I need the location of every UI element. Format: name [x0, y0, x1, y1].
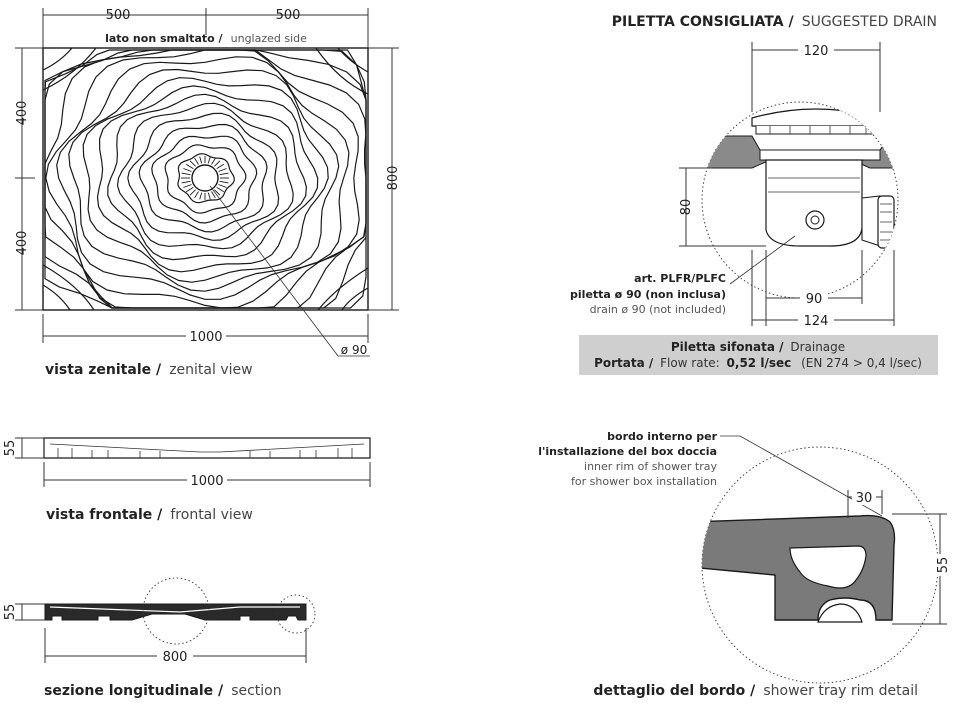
slope-ring [82, 77, 329, 283]
drainage-info-box [579, 335, 938, 375]
frontal-view: 55 1000 vista frontale / frontal view [3, 437, 371, 523]
drain-dim-height: 80 [679, 199, 694, 216]
drain-radial-tick [219, 172, 229, 176]
slope-ring [116, 102, 294, 250]
frontal-caption: vista frontale / frontal view [46, 504, 253, 523]
zenital-view: 500 500 lato non smaltato / unglazed sid… [15, 8, 401, 378]
dim-left-top: 400 [15, 101, 30, 126]
drain-note-italian: piletta ø 90 (non inclusa) [570, 288, 726, 301]
drain-dim-top: 120 [804, 44, 829, 59]
drain-radial-tick [218, 168, 227, 172]
slope-ring [151, 135, 258, 224]
frontal-dim-height: 55 [3, 440, 18, 457]
section-drain-detail-circle [142, 577, 210, 645]
corner-hatches [42, 47, 369, 311]
section-dim-width: 800 [163, 650, 188, 665]
top-dimension [42, 8, 369, 48]
slope-ring [45, 49, 360, 309]
left-dimension [15, 47, 43, 311]
rim-profile [702, 514, 896, 623]
drain-hole [191, 164, 219, 192]
slope-ring [164, 144, 247, 214]
frontal-feet [57, 448, 353, 458]
drain-title: PILETTA CONSIGLIATA / SUGGESTED DRAIN [612, 11, 937, 30]
rim-note-italian-1: bordo interno per [607, 430, 717, 443]
drain-height-dimension [679, 167, 766, 247]
drain-radial-tick [194, 157, 199, 165]
slope-ring [107, 93, 308, 261]
frontal-height-dimension [15, 437, 44, 459]
unglazed-side-label: lato non smaltato / unglazed side [105, 27, 307, 46]
slope-ring [96, 85, 319, 273]
zenital-caption: vista zenitale / zenital view [45, 359, 253, 378]
drain-radial-tick [207, 192, 211, 200]
dim-right: 800 [386, 166, 401, 191]
drain-radial-tick [189, 189, 196, 196]
rim-note-english-1: inner rim of shower tray [584, 460, 717, 473]
drain-article-code: art. PLFR/PLFC [634, 272, 726, 285]
section-rim-detail-circle [276, 594, 316, 634]
drain-radial-tick [181, 172, 191, 176]
drain-radial-tick [189, 160, 196, 167]
drain-detail-circle [701, 101, 899, 299]
slope-ring [127, 112, 280, 241]
section-caption: sezione longitudinale / section [44, 680, 282, 699]
drain-dim-inner: 90 [806, 292, 823, 307]
slope-ring [177, 153, 235, 204]
drain-radial-tick [218, 184, 227, 188]
drain-radial-tick [214, 189, 221, 196]
drain-radial-tick [211, 157, 216, 165]
rim-dim-width: 30 [856, 491, 873, 506]
drain-radial-tick [199, 192, 203, 200]
drain-radial-tick [214, 160, 221, 167]
drain-radial-tick [183, 168, 192, 172]
drain-note-english: drain ø 90 (not included) [590, 303, 726, 316]
dim-top-left: 500 [106, 8, 131, 23]
slope-ring [44, 49, 367, 309]
drain-diameter-label: ø 90 [341, 343, 367, 357]
right-dimension [368, 47, 399, 311]
drainage-info-line-1: Piletta sifonata / Drainage [671, 340, 845, 354]
drain-radial-tick [211, 191, 216, 199]
drain-radial-tick [183, 184, 192, 188]
slope-ring [138, 123, 268, 233]
drain-radial-tick [199, 156, 203, 164]
section-dim-height: 55 [3, 604, 18, 621]
frontal-profile [43, 437, 371, 459]
dim-bottom: 1000 [189, 330, 222, 345]
rim-detail: bordo interno per l'installazione del bo… [538, 430, 951, 699]
suggested-drain: PILETTA CONSIGLIATA / SUGGESTED DRAIN 12… [570, 11, 938, 375]
dim-top-right: 500 [276, 8, 301, 23]
drain-radial-tick [216, 187, 225, 193]
drain-radial-tick [185, 163, 194, 169]
rim-caption: dettaglio del bordo / shower tray rim de… [593, 680, 918, 699]
drain-assembly [702, 108, 898, 249]
rim-note-italian-2: l'installazione del box doccia [538, 445, 717, 458]
rim-dim-height: 55 [936, 557, 951, 574]
drain-dim-outer: 124 [804, 314, 829, 329]
drain-radial-tick [185, 187, 194, 193]
drain-radial-tick [181, 180, 191, 184]
frontal-dim-width: 1000 [190, 474, 223, 489]
slope-ring [68, 68, 340, 292]
drain-slope-rings [44, 49, 367, 309]
dim-left-bottom: 400 [15, 231, 30, 256]
section-height-dimension [15, 603, 45, 621]
drain-radial-tick [194, 191, 199, 199]
drain-radial-tick [216, 163, 225, 169]
rim-note-english-2: for shower box installation [571, 475, 717, 488]
drainage-info-line-2: Portata / Flow rate: 0,52 l/sec (EN 274 … [594, 356, 922, 370]
section-view: 55 800 sezione longitudinale / section [3, 577, 316, 699]
drain-radial-tick [207, 156, 211, 164]
drain-radial-tick [219, 180, 229, 184]
